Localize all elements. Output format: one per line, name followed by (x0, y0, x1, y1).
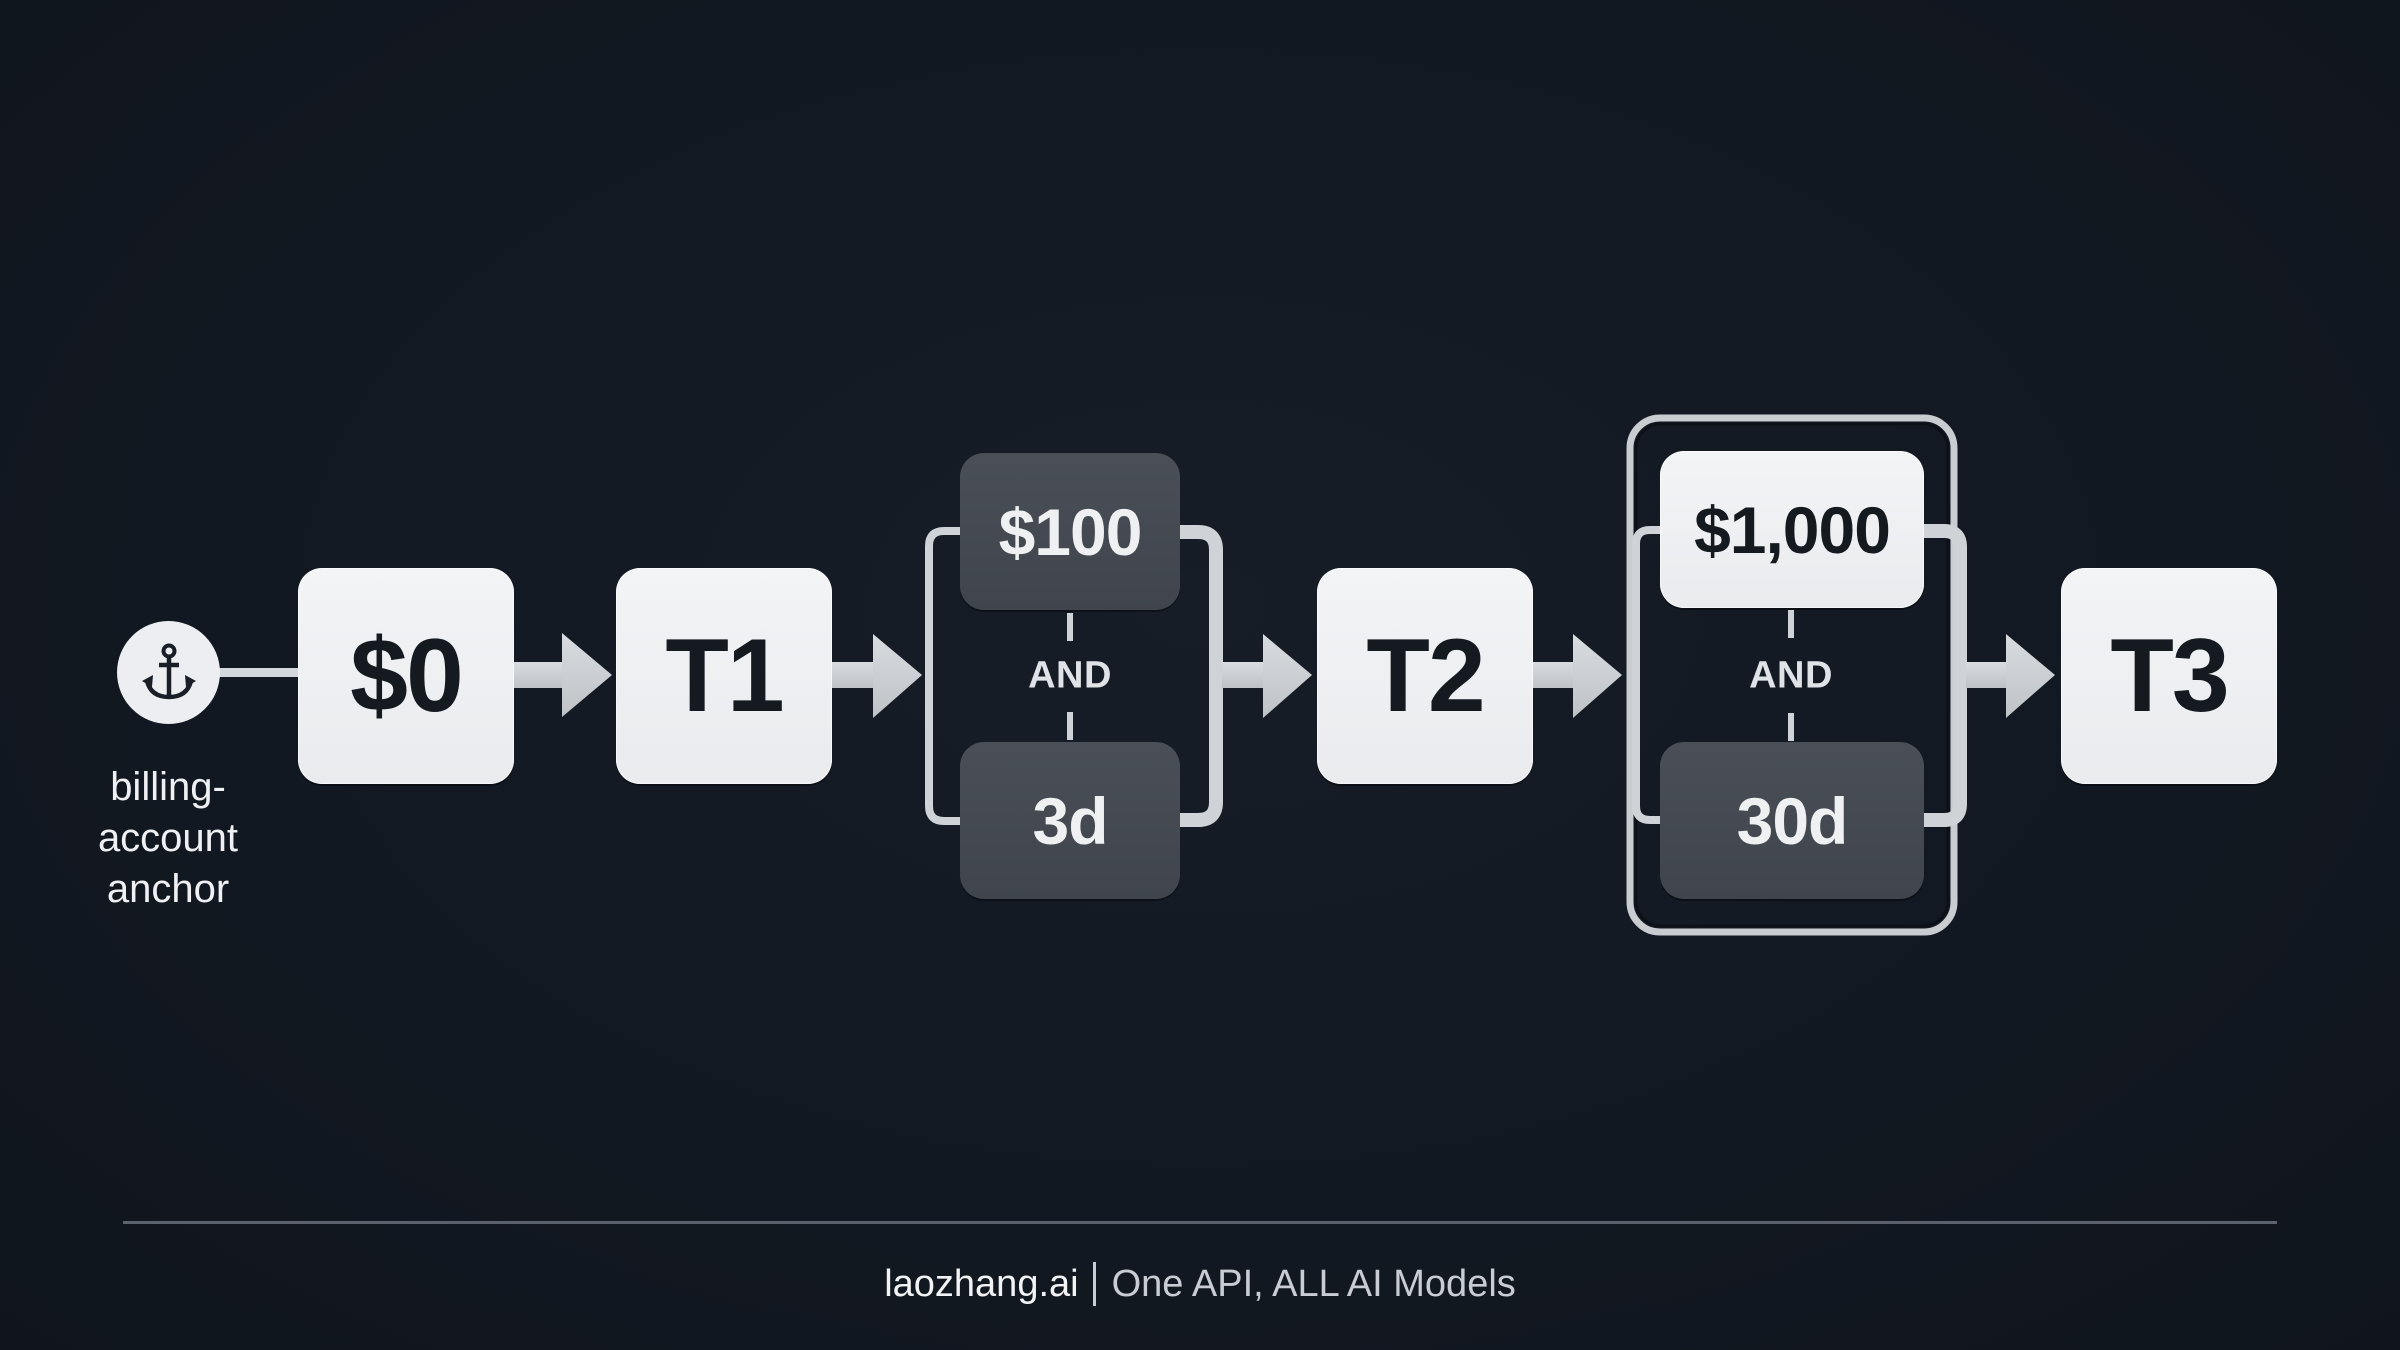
footer: laozhang.ai One API, ALL AI Models (0, 1262, 2400, 1306)
gate1-right-bracket (1179, 525, 1223, 827)
gate2-spend-label: $1,000 (1694, 492, 1891, 567)
footer-divider (123, 1221, 2277, 1224)
gate1-and-dash-top (1067, 613, 1073, 641)
gate1-and-dash-bottom (1067, 712, 1073, 740)
footer-separator (1092, 1262, 1096, 1306)
gate2-left-bracket (1632, 526, 1662, 824)
tier-1-label: T1 (665, 617, 784, 734)
gate1-spend-label: $100 (998, 494, 1143, 569)
tier-2-node: T2 (1317, 568, 1533, 784)
tier-3-label: T3 (2110, 617, 2229, 734)
gate1-and-label: AND (1028, 654, 1112, 697)
start-node-label: $0 (350, 617, 464, 734)
arrow-gate1-to-t2 (1222, 634, 1312, 718)
gate2-duration-node: 30d (1660, 742, 1924, 899)
gate1-duration-node: 3d (960, 742, 1180, 899)
tier-2-label: T2 (1366, 617, 1485, 734)
anchor-icon (141, 643, 196, 699)
gate1-duration-label: 3d (1032, 783, 1108, 858)
tier-3-node: T3 (2061, 568, 2277, 784)
anchor-label-line-1: billing- (110, 765, 226, 809)
gate2-right-bracket (1922, 524, 1967, 827)
footer-brand: laozhang.ai (884, 1262, 1079, 1305)
start-node: $0 (298, 568, 514, 784)
arrow-gate2-to-t3 (1966, 634, 2055, 718)
gate2-duration-label: 30d (1736, 783, 1849, 858)
anchor-connector-line (218, 668, 300, 677)
gate2-and-dash-top (1788, 610, 1794, 638)
footer-tagline: One API, ALL AI Models (1111, 1262, 1516, 1305)
gate1-left-bracket (925, 527, 962, 825)
tier-1-node: T1 (616, 568, 832, 784)
billing-anchor-label: billing- account anchor (68, 762, 268, 915)
arrow-t2-to-gate2 (1532, 634, 1622, 718)
gate2-and-dash-bottom (1788, 713, 1794, 741)
arrow-t1-to-gate1 (831, 634, 922, 718)
anchor-label-line-3: anchor (106, 867, 230, 911)
arrow-start-to-t1 (513, 633, 612, 717)
gate1-spend-node: $100 (960, 453, 1180, 610)
gate2-spend-node: $1,000 (1660, 451, 1924, 608)
billing-anchor-node (117, 621, 220, 724)
anchor-label-line-2: account (97, 816, 239, 860)
gate2-and-label: AND (1749, 654, 1833, 697)
